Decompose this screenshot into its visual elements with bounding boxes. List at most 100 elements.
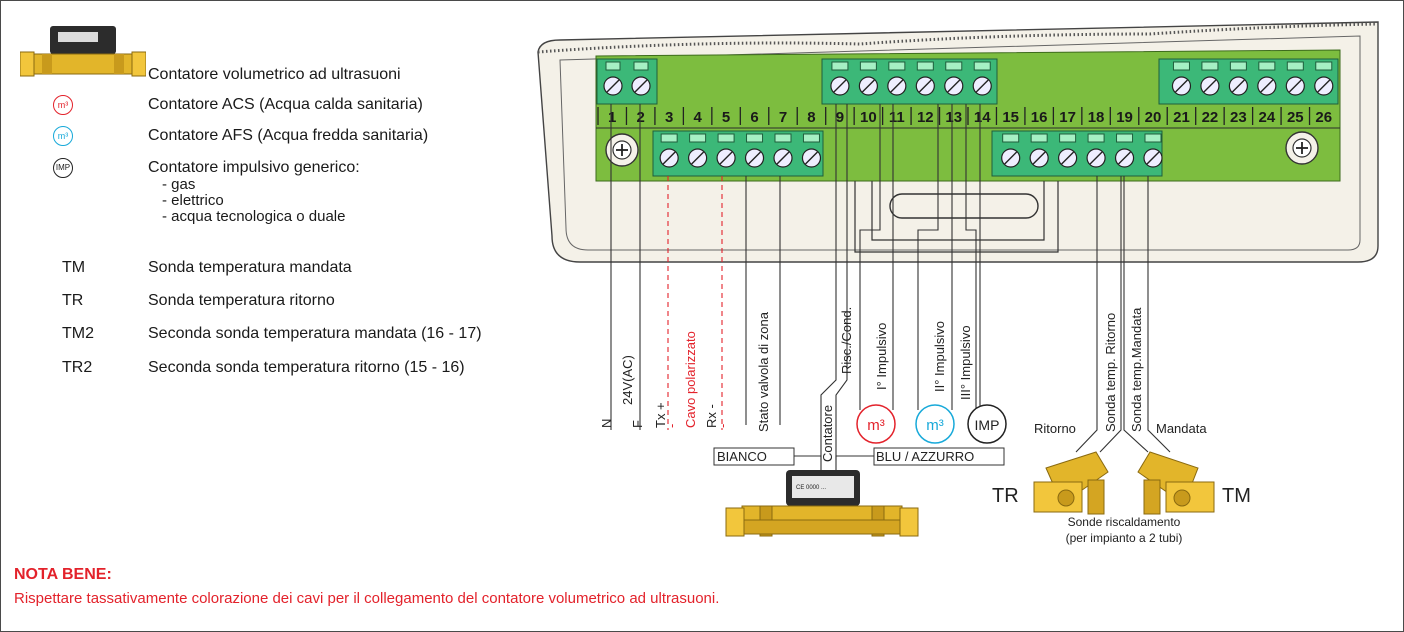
meter-acs-icon: m³ xyxy=(856,404,896,444)
terminal-screw-slot xyxy=(1061,151,1075,165)
terminal-screw-slot xyxy=(1288,79,1302,93)
cable-channel xyxy=(854,181,1059,253)
polarized-wires xyxy=(667,176,723,430)
terminal-screw-slot xyxy=(748,151,762,165)
afs-meter-icon: m³ xyxy=(53,126,73,146)
terminal-number: 19 xyxy=(1116,109,1133,126)
cable-blu-label: BLU / AZZURRO xyxy=(876,449,974,464)
legend-tr-code: TR xyxy=(62,292,84,309)
legend-acs-label: Contatore ACS (Acqua calda sanitaria) xyxy=(148,96,423,113)
wire-label-impulsivo-2: II° Impulsivo xyxy=(932,321,947,392)
terminal-tab xyxy=(1144,133,1162,143)
terminal-tab xyxy=(1116,133,1134,143)
terminal-block-9-14 xyxy=(821,58,998,105)
terminal-number: 24 xyxy=(1259,109,1276,126)
probe-ritorno-valve-icon xyxy=(1033,451,1109,515)
wire-label-stato-valvola: Stato valvola di zona xyxy=(756,311,771,432)
wire-label-n: N xyxy=(599,419,614,428)
meter-imp-label: IMP xyxy=(975,417,1000,433)
terminal-tab xyxy=(916,61,934,71)
terminal-tab xyxy=(774,133,792,143)
terminal-screw-slot xyxy=(947,79,961,93)
legend-tm2-code: TM2 xyxy=(62,325,94,342)
terminal-screw-slot xyxy=(861,79,875,93)
probe-ritorno-label: Ritorno xyxy=(1034,421,1076,436)
terminal-number: 4 xyxy=(693,109,702,126)
wire-label-f: F xyxy=(630,420,645,428)
terminal-tab xyxy=(1087,133,1105,143)
terminal-tab xyxy=(859,61,877,71)
cable-channel-inner xyxy=(871,181,1045,241)
terminal-number: 20 xyxy=(1145,109,1162,126)
meter-afs-icon: m³ xyxy=(915,404,955,444)
wires xyxy=(610,104,1171,460)
legend-tm2-label: Seconda sonda temperatura mandata (16 - … xyxy=(148,325,482,342)
terminal-tab xyxy=(1002,133,1020,143)
terminal-number: 5 xyxy=(722,109,730,126)
terminal-screw-slot xyxy=(776,151,790,165)
meter-acs-label: m³ xyxy=(867,417,885,434)
terminal-tab xyxy=(945,61,963,71)
terminal-tab xyxy=(689,133,707,143)
wire-label-rx: Rx - xyxy=(704,404,719,428)
terminal-screw-slot xyxy=(662,151,676,165)
terminal-screw-slot xyxy=(691,151,705,165)
wire-label-impulsivo-1: I° Impulsivo xyxy=(874,323,889,390)
terminal-number: 7 xyxy=(779,109,787,126)
terminal-number: 10 xyxy=(860,109,877,126)
terminal-number: 15 xyxy=(1002,109,1019,126)
terminal-number: 14 xyxy=(974,109,991,126)
terminal-number: 2 xyxy=(637,109,645,126)
legend-imp-item: - acqua tecnologica o duale xyxy=(162,208,346,225)
terminal-tab xyxy=(973,61,991,71)
terminal-number: 17 xyxy=(1059,109,1076,126)
terminal-number: 3 xyxy=(665,109,673,126)
terminal-block-3-8 xyxy=(652,130,824,177)
terminal-number: 16 xyxy=(1031,109,1048,126)
terminal-screw-slot xyxy=(890,79,904,93)
wire-label-risc-cond: Risc./Cond. xyxy=(839,307,854,374)
wire-label-cavo-polarizzato: Cavo polarizzato xyxy=(683,331,698,428)
meter-imp-icon: IMP xyxy=(967,404,1007,444)
terminal-tab xyxy=(1030,133,1048,143)
terminal-screw-slot xyxy=(1118,151,1132,165)
terminal-tab xyxy=(660,133,678,143)
terminal-number: 12 xyxy=(917,109,934,126)
terminal-tab xyxy=(1229,61,1247,71)
probe-tm-code: TM xyxy=(1222,485,1251,507)
probe-mandata-label: Mandata xyxy=(1156,421,1207,436)
mounting-screw-right-icon xyxy=(1285,131,1319,165)
acs-meter-icon: m³ xyxy=(53,95,73,115)
wire-label-rxm: - xyxy=(715,424,730,428)
terminal-screw-slot xyxy=(1317,79,1331,93)
terminal-tab xyxy=(888,61,906,71)
wire-label-sonda-ritorno: Sonda temp. Ritorno xyxy=(1103,313,1118,432)
terminal-screw-slot xyxy=(1146,151,1160,165)
wire-label-contatore: Contatore xyxy=(820,405,835,462)
terminal-tab xyxy=(1315,61,1333,71)
legend-tm-label: Sonda temperatura mandata xyxy=(148,259,352,276)
legend-afs-label: Contatore AFS (Acqua fredda sanitaria) xyxy=(148,127,429,144)
probe-tr-code: TR xyxy=(992,485,1019,507)
terminal-screw-slot xyxy=(1089,151,1103,165)
wire-label-impulsivo-3: III° Impulsivo xyxy=(958,325,973,400)
device-label: CE 0000 ... xyxy=(796,485,826,491)
terminal-block-15-20 xyxy=(991,130,1163,177)
terminal-screw-slot xyxy=(833,79,847,93)
cable-bianco-label: BIANCO xyxy=(717,449,767,464)
terminal-number: 13 xyxy=(945,109,962,126)
terminal-screw-slot xyxy=(804,151,818,165)
terminal-number: 26 xyxy=(1315,109,1332,126)
terminal-tab xyxy=(831,61,849,71)
legend-tr2-code: TR2 xyxy=(62,359,93,376)
terminal-number: 8 xyxy=(807,109,815,126)
terminal-number: 23 xyxy=(1230,109,1247,126)
terminal-tab xyxy=(1258,61,1276,71)
ultrasonic-meter-icon xyxy=(20,26,146,77)
legend: Contatore volumetrico ad ultrasuoni m³ C… xyxy=(0,0,560,400)
terminal-number: 25 xyxy=(1287,109,1304,126)
legend-tr-label: Sonda temperatura ritorno xyxy=(148,292,335,309)
terminal-number: 18 xyxy=(1088,109,1105,126)
legend-imp-item: - gas xyxy=(162,176,196,193)
